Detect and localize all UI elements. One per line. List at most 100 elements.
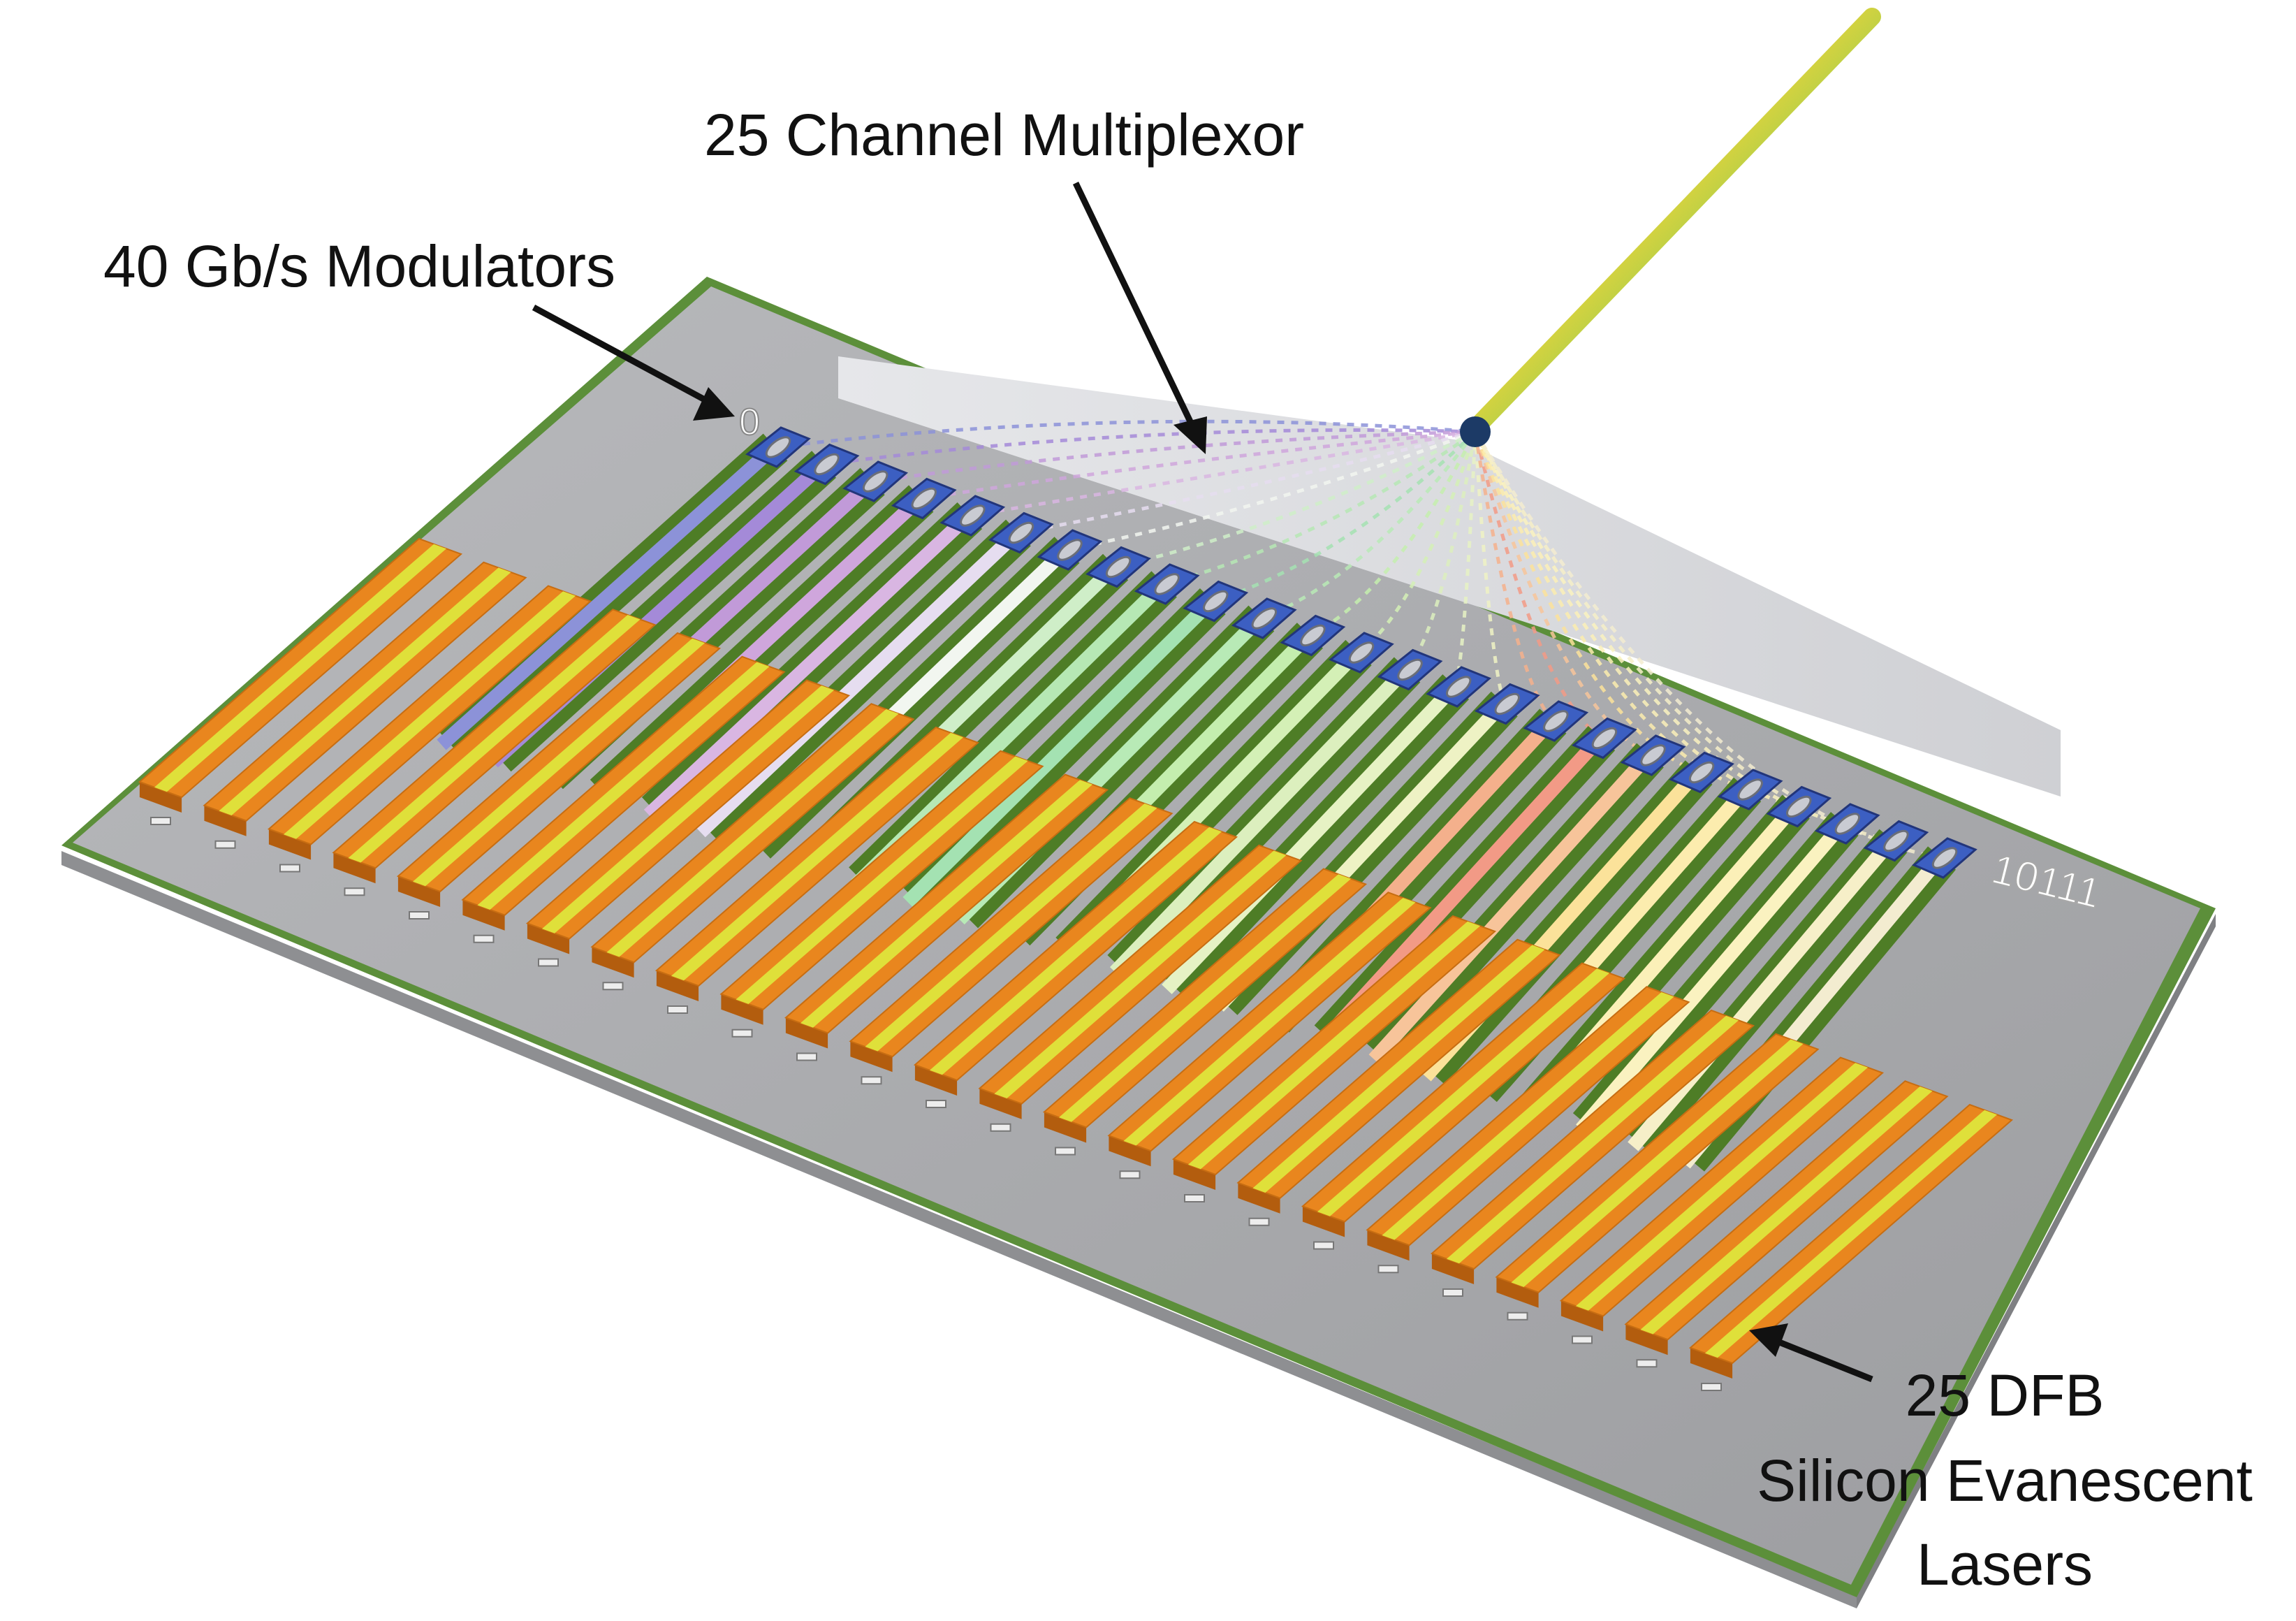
mux-trace-9 [1164,430,1477,586]
waveguide-light-1 [437,446,775,750]
modulator-arm-17 [1543,710,1569,732]
laser-ridge-17 [1188,921,1480,1170]
callout-arrows [532,182,1873,1383]
laser-ridge-24 [1640,1086,1933,1335]
laser-front-face-6 [462,899,505,931]
laser-contact-pads [150,817,1722,1391]
modulators-label: 40 Gb/s Modulators [103,233,615,299]
laser-front-face-9 [656,971,699,1001]
laser-front-face-21 [1431,1253,1475,1284]
modulator-arm-4 [911,487,937,510]
laser-ridge-13 [930,827,1222,1075]
modulators-arrowhead [693,387,735,421]
waveguide-light-5 [643,514,970,820]
laser-pad-2 [214,840,236,849]
lasers-arrow [1773,1337,1873,1383]
laser-ridge-22 [1511,1039,1804,1287]
waveguide-light-19 [1368,755,1650,1064]
laser-pad-11 [796,1052,817,1061]
laser-pad-24 [1636,1359,1658,1368]
laser-ridge-18 [1252,945,1545,1193]
lasers-label-line1: 25 DFB [1906,1362,2105,1428]
laser-front-face-23 [1560,1300,1604,1332]
laser-ridge-15 [1059,874,1351,1122]
mux-trace-2 [824,428,1476,466]
modulator-arm-18 [1591,727,1618,750]
multiplexor-arrowhead [1173,416,1207,454]
laser-front-face-5 [397,876,441,907]
waveguide-light-24 [1628,841,1894,1151]
laser-ridge-6 [477,662,770,910]
laser-pad-19 [1313,1241,1334,1250]
multiplexor-label: 25 Channel Multiplexor [704,102,1304,168]
laser-front-face-2 [204,805,247,836]
mux-trace-3 [872,430,1476,484]
modulator-arm-13 [1348,641,1375,664]
laser-pad-3 [279,864,300,873]
laser-pad-8 [602,982,624,991]
mux-trace-20 [1473,431,1699,774]
laser-pad-17 [1184,1194,1205,1202]
waveguide-light-14 [1109,669,1407,977]
laser-pad-22 [1507,1311,1528,1321]
laser-front-face-16 [1109,1135,1151,1167]
laser-front-face-4 [333,852,376,884]
laser-ridge-5 [413,638,705,887]
laser-ridge-25 [1705,1110,1997,1358]
laser-pad-6 [473,934,495,943]
laser-front-face-18 [1238,1182,1280,1214]
waveguide-light-23 [1576,823,1845,1134]
laser-ridge-2 [219,567,511,815]
mux-trace-8 [1115,430,1477,569]
laser-front-face-17 [1173,1159,1216,1190]
laser-pad-12 [861,1076,882,1085]
modulator-arm-19 [1640,744,1666,766]
laser-front-face-10 [721,994,763,1025]
laser-pad-9 [667,1005,688,1014]
laser-pad-10 [731,1028,753,1038]
laser-pad-18 [1248,1217,1270,1226]
modulator-arm-21 [1737,778,1763,801]
laser-ridge-14 [994,850,1287,1098]
modulator-arm-7 [1057,539,1083,561]
mux-trace-5 [969,430,1476,518]
waveguide-light-6 [695,532,1018,838]
modulator-arm-14 [1397,658,1423,681]
modulator-arm-12 [1300,624,1326,647]
mux-trace-16 [1473,431,1507,705]
laser-ridge-16 [1123,898,1416,1146]
mux-trace-22 [1473,430,1797,808]
modulator-arm-23 [1834,813,1861,835]
laser-ridge-23 [1576,1063,1868,1311]
laser-ridge-9 [671,732,963,981]
laser-pad-14 [990,1123,1011,1132]
laser-pad-23 [1572,1335,1593,1344]
waveguide-light-15 [1162,686,1456,994]
modulator-arm-24 [1883,829,1909,852]
laser-ridge-20 [1382,992,1674,1240]
fiber-coupler [1460,416,1491,447]
laser-front-face-14 [979,1088,1022,1119]
laser-pad-13 [926,1100,946,1108]
laser-front-face-7 [527,923,570,954]
waveguide-light-10 [902,600,1213,908]
modulator-arm-6 [1008,521,1034,544]
laser-ridge-1 [154,544,446,792]
laser-front-face-24 [1625,1324,1668,1355]
laser-ridge-11 [800,780,1092,1028]
laser-ridge-3 [284,591,576,839]
modulator-arm-11 [1251,607,1278,630]
laser-front-face-15 [1044,1112,1087,1143]
laser-pad-25 [1701,1383,1722,1391]
lasers-label-line3: Lasers [1917,1532,2093,1597]
laser-ridge-12 [865,804,1157,1052]
mux-trace-1 [775,419,1476,449]
lasers-label-line2: Silicon Evanescent [1757,1448,2253,1513]
laser-ridge-10 [736,756,1028,1004]
fiber-cable [1465,8,1881,439]
laser-pad-4 [344,887,365,896]
output-fiber [1460,8,1881,447]
laser-front-face-11 [785,1017,828,1049]
laser-front-face-25 [1690,1348,1733,1379]
modulator-arm-16 [1494,692,1520,715]
